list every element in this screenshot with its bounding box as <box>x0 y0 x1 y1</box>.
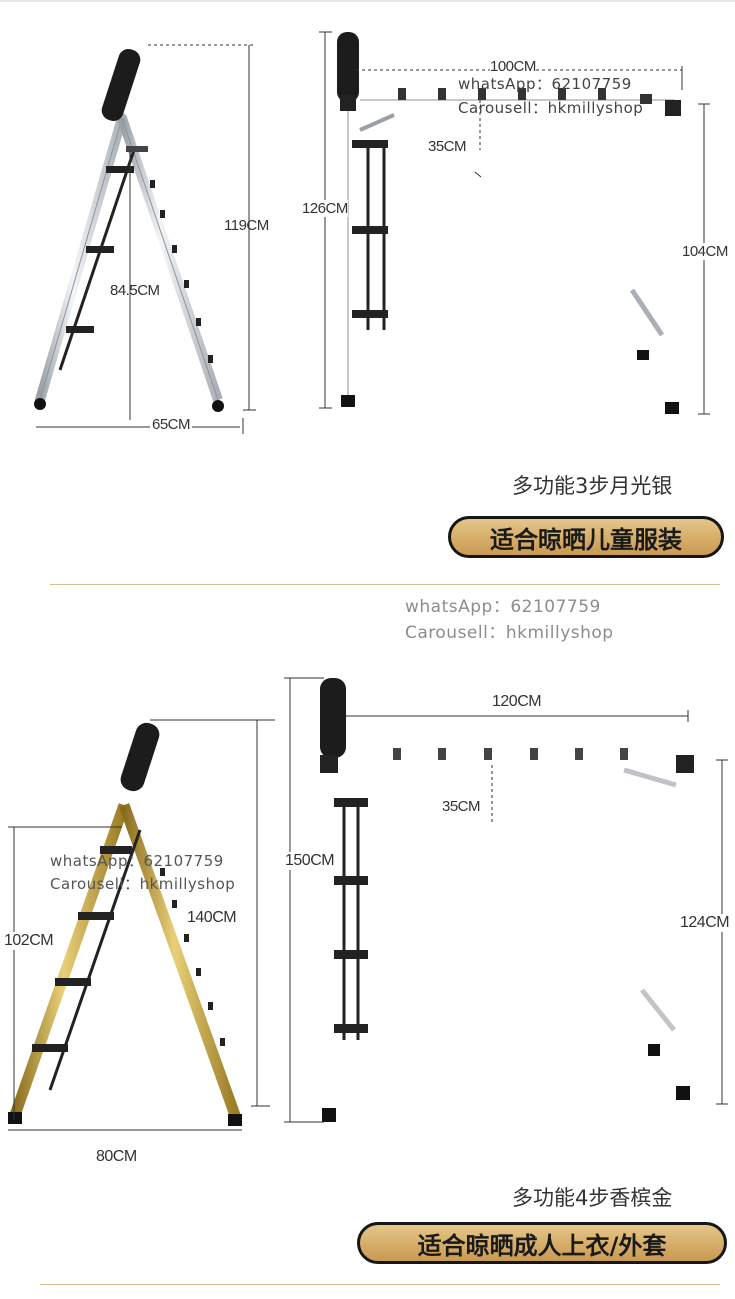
watermark-whatsapp-small: whatsApp：62107759 <box>50 852 224 870</box>
product-caption-silver: 多功能3步月光银 <box>512 474 673 498</box>
silver-rack-front-view <box>337 32 681 414</box>
top-border <box>0 0 735 2</box>
watermark-whatsapp: whatsApp：62107759 <box>405 597 601 617</box>
product-caption-gold: 多功能4步香槟金 <box>512 1186 673 1210</box>
watermark-carousell-small: Carousell：hkmillyshop <box>50 875 236 893</box>
silver-ladder-side-view <box>34 49 224 412</box>
dim-ladder-height-platform: 102CM <box>4 932 54 950</box>
watermark-whatsapp: whatsApp：62107759 <box>458 75 632 93</box>
section-divider <box>50 584 720 585</box>
dim-rack-length: 100CM <box>490 58 536 75</box>
dim-ladder-height-total: 119CM <box>224 217 269 234</box>
watermark-carousell: Carousell：hkmillyshop <box>458 99 644 117</box>
dim-hanger-spacing: 35CM <box>442 798 481 815</box>
dim-rack-height-left: 126CM <box>302 200 348 217</box>
product-section-gold: whatsApp：62107759 Carousell：hkmillyshop … <box>0 597 735 1299</box>
dim-rack-height-right: 104CM <box>682 243 728 260</box>
dim-ladder-base-width: 65CM <box>150 416 193 433</box>
usage-pill-adults: 适合晾晒成人上衣/外套 <box>357 1222 727 1264</box>
dim-rack-length: 120CM <box>492 693 542 710</box>
dim-ladder-height-platform: 84.5CM <box>110 282 160 299</box>
usage-pill-children: 适合晾晒儿童服装 <box>448 516 724 558</box>
section-divider-bottom <box>40 1284 720 1285</box>
watermark-carousell: Carousell：hkmillyshop <box>405 623 614 643</box>
gold-ladder-drawing <box>8 677 728 1131</box>
dim-rack-height-left: 150CM <box>285 852 335 870</box>
dim-hanger-spacing: 35CM <box>428 138 467 155</box>
gold-ladder-side-view <box>8 722 242 1126</box>
dim-ladder-height-total: 140CM <box>187 909 237 926</box>
dim-ladder-base-width: 80CM <box>96 1148 137 1165</box>
gold-rack-front-view <box>320 678 694 1122</box>
silver-ladder-drawing <box>34 31 710 434</box>
dim-rack-height-right: 124CM <box>680 914 730 932</box>
product-section-silver: 119CM 84.5CM 65CM 100CM 35CM 126CM 104CM… <box>0 0 735 600</box>
